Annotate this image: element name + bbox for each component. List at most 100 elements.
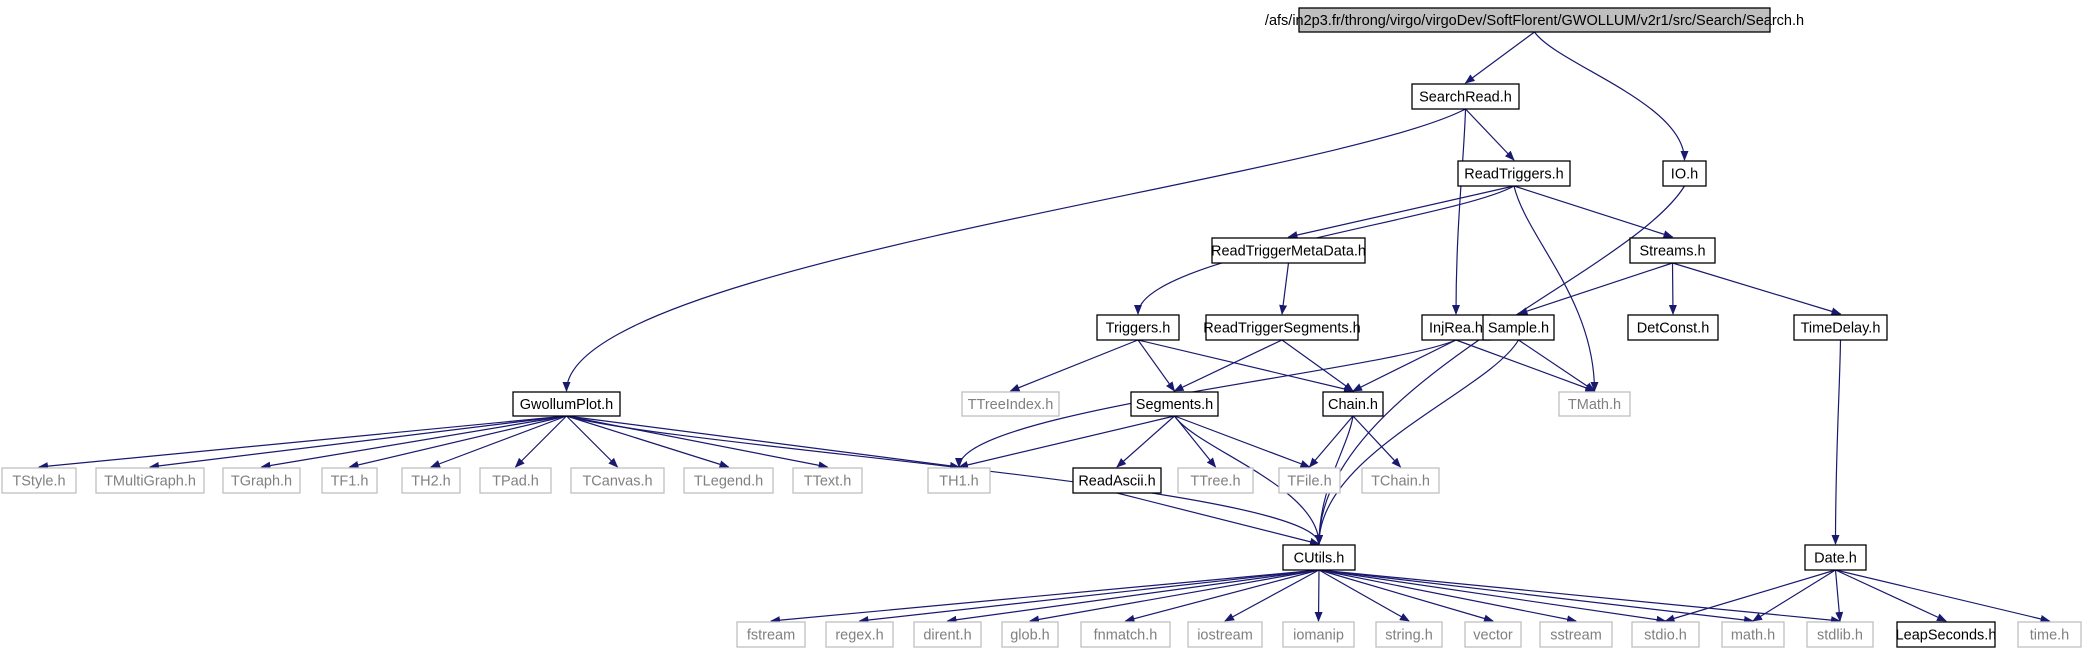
node-label: time.h [2030, 628, 2070, 644]
node-dirent: dirent.h [913, 621, 982, 648]
node-tmultigraph: TMultiGraph.h [95, 467, 205, 494]
node-sample[interactable]: Sample.h [1482, 314, 1555, 341]
node-tf1: TF1.h [321, 467, 378, 494]
edge-date-to-stdlib [1834, 569, 1844, 622]
edge-gwollumplot-to-ttext [566, 415, 829, 470]
edge-root-to-io [1534, 31, 1689, 161]
edge-gwollumplot-to-tf1 [348, 415, 567, 469]
node-box [95, 467, 205, 494]
node-label: TMath.h [1568, 397, 1621, 413]
node-segments[interactable]: Segments.h [1130, 391, 1219, 417]
node-readtriggersegments[interactable]: ReadTriggerSegments.h [1203, 314, 1361, 341]
edge-cutils-to-stdio [1318, 569, 1667, 624]
node-tgraph: TGraph.h [222, 467, 301, 494]
edge-gwollumplot-to-tstyle [38, 415, 567, 471]
node-box [1411, 83, 1520, 110]
edge-chain-to-tfile [1308, 415, 1354, 468]
node-tpad: TPad.h [479, 467, 552, 494]
node-detconst[interactable]: DetConst.h [1627, 314, 1719, 341]
node-readtriggers[interactable]: ReadTriggers.h [1457, 160, 1571, 187]
node-label: TCanvas.h [582, 474, 652, 490]
node-label: iomanip [1293, 628, 1344, 644]
edge-readtriggers-to-tmath [1513, 185, 1599, 392]
node-math: math.h [1721, 621, 1785, 648]
node-label: TGraph.h [231, 474, 292, 490]
node-label: iostream [1197, 628, 1253, 644]
node-label: Date.h [1814, 551, 1857, 567]
edge-cutils-to-dirent [946, 569, 1320, 624]
node-label: GwollumPlot.h [520, 397, 613, 413]
node-label: sstream [1550, 628, 1602, 644]
edge-timedelay-to-date [1831, 339, 1842, 545]
node-box [1282, 544, 1356, 571]
node-label: TH1.h [939, 474, 979, 490]
node-timedelay[interactable]: TimeDelay.h [1793, 314, 1888, 341]
node-box [1298, 7, 1771, 33]
edge-date-to-time [1835, 569, 2051, 623]
edge-cutils-to-math [1318, 569, 1754, 624]
node-triggers[interactable]: Triggers.h [1096, 314, 1180, 341]
node-label: TTree.h [1190, 474, 1240, 490]
edge-triggers-to-ttreeindex [1009, 339, 1139, 392]
edge-segments-to-readascii [1116, 415, 1175, 468]
node-box [1282, 621, 1355, 648]
node-ttree: TTree.h [1177, 467, 1254, 494]
node-streams[interactable]: Streams.h [1629, 237, 1716, 264]
edge-injrea-to-tmath [1455, 339, 1596, 392]
edge-segments-to-tfile [1174, 415, 1311, 468]
node-box [222, 467, 301, 494]
node-date[interactable]: Date.h [1804, 544, 1867, 571]
node-searchread[interactable]: SearchRead.h [1411, 83, 1520, 110]
node-tcanvas: TCanvas.h [570, 467, 665, 494]
node-glob: glob.h [1001, 621, 1059, 648]
edge-readascii-to-cutils [1116, 492, 1320, 546]
node-box [1457, 160, 1571, 187]
edge-cutils-to-fstream [770, 569, 1320, 625]
node-box [1482, 314, 1555, 341]
edge-gwollumplot-to-tcanvas [566, 415, 619, 468]
node-injrea[interactable]: InjRea.h [1421, 314, 1491, 341]
node-label: TLegend.h [694, 474, 763, 490]
node-tfile: TFile.h [1278, 467, 1341, 494]
node-label: fnmatch.h [1094, 628, 1158, 644]
node-label: string.h [1385, 628, 1433, 644]
edge-streams-to-timedelay [1672, 262, 1842, 316]
node-label: DetConst.h [1637, 321, 1710, 337]
node-leapseconds[interactable]: LeapSeconds.h [1896, 621, 1997, 648]
node-label: TChain.h [1371, 474, 1430, 490]
node-readtriggermetadata[interactable]: ReadTriggerMetaData.h [1211, 237, 1366, 264]
edge-streams-to-sample [1517, 262, 1673, 315]
node-box [321, 467, 378, 494]
node-tlegend: TLegend.h [683, 467, 774, 494]
node-io[interactable]: IO.h [1662, 160, 1707, 187]
node-label: glob.h [1010, 628, 1050, 644]
edge-cutils-to-fnmatch [1124, 569, 1320, 623]
node-box [1539, 621, 1613, 648]
node-box [825, 621, 894, 648]
edge-gwollumplot-to-th1 [566, 415, 960, 470]
edge-segments-to-cutils [1174, 415, 1323, 545]
node-label: math.h [1731, 628, 1775, 644]
node-label: TMultiGraph.h [104, 474, 196, 490]
node-fnmatch: fnmatch.h [1080, 621, 1171, 648]
node-box [1130, 391, 1219, 417]
node-label: InjRea.h [1429, 321, 1483, 337]
node-box [1627, 314, 1719, 341]
node-gwollumplot[interactable]: GwollumPlot.h [512, 391, 621, 417]
edge-layer [38, 31, 2051, 625]
edge-readtriggers-to-readtriggermetadata [1287, 185, 1515, 239]
node-ttreeindex: TTreeIndex.h [961, 391, 1060, 417]
node-root[interactable]: /afs/in2p3.fr/throng/virgo/virgoDev/Soft… [1265, 7, 1804, 33]
edge-cutils-to-glob [1029, 569, 1320, 624]
node-label: stdio.h [1644, 628, 1687, 644]
node-layer: /afs/in2p3.fr/throng/virgo/virgoDev/Soft… [1, 7, 2082, 648]
node-stdio: stdio.h [1631, 621, 1700, 648]
node-cutils[interactable]: CUtils.h [1282, 544, 1356, 571]
node-label: vector [1473, 628, 1513, 644]
node-chain[interactable]: Chain.h [1322, 391, 1384, 417]
edge-cutils-to-regex [858, 569, 1320, 624]
node-readascii[interactable]: ReadAscii.h [1072, 467, 1162, 494]
node-label: ReadTriggerMetaData.h [1211, 244, 1366, 260]
node-regex: regex.h [825, 621, 894, 648]
node-label: stdlib.h [1817, 628, 1863, 644]
